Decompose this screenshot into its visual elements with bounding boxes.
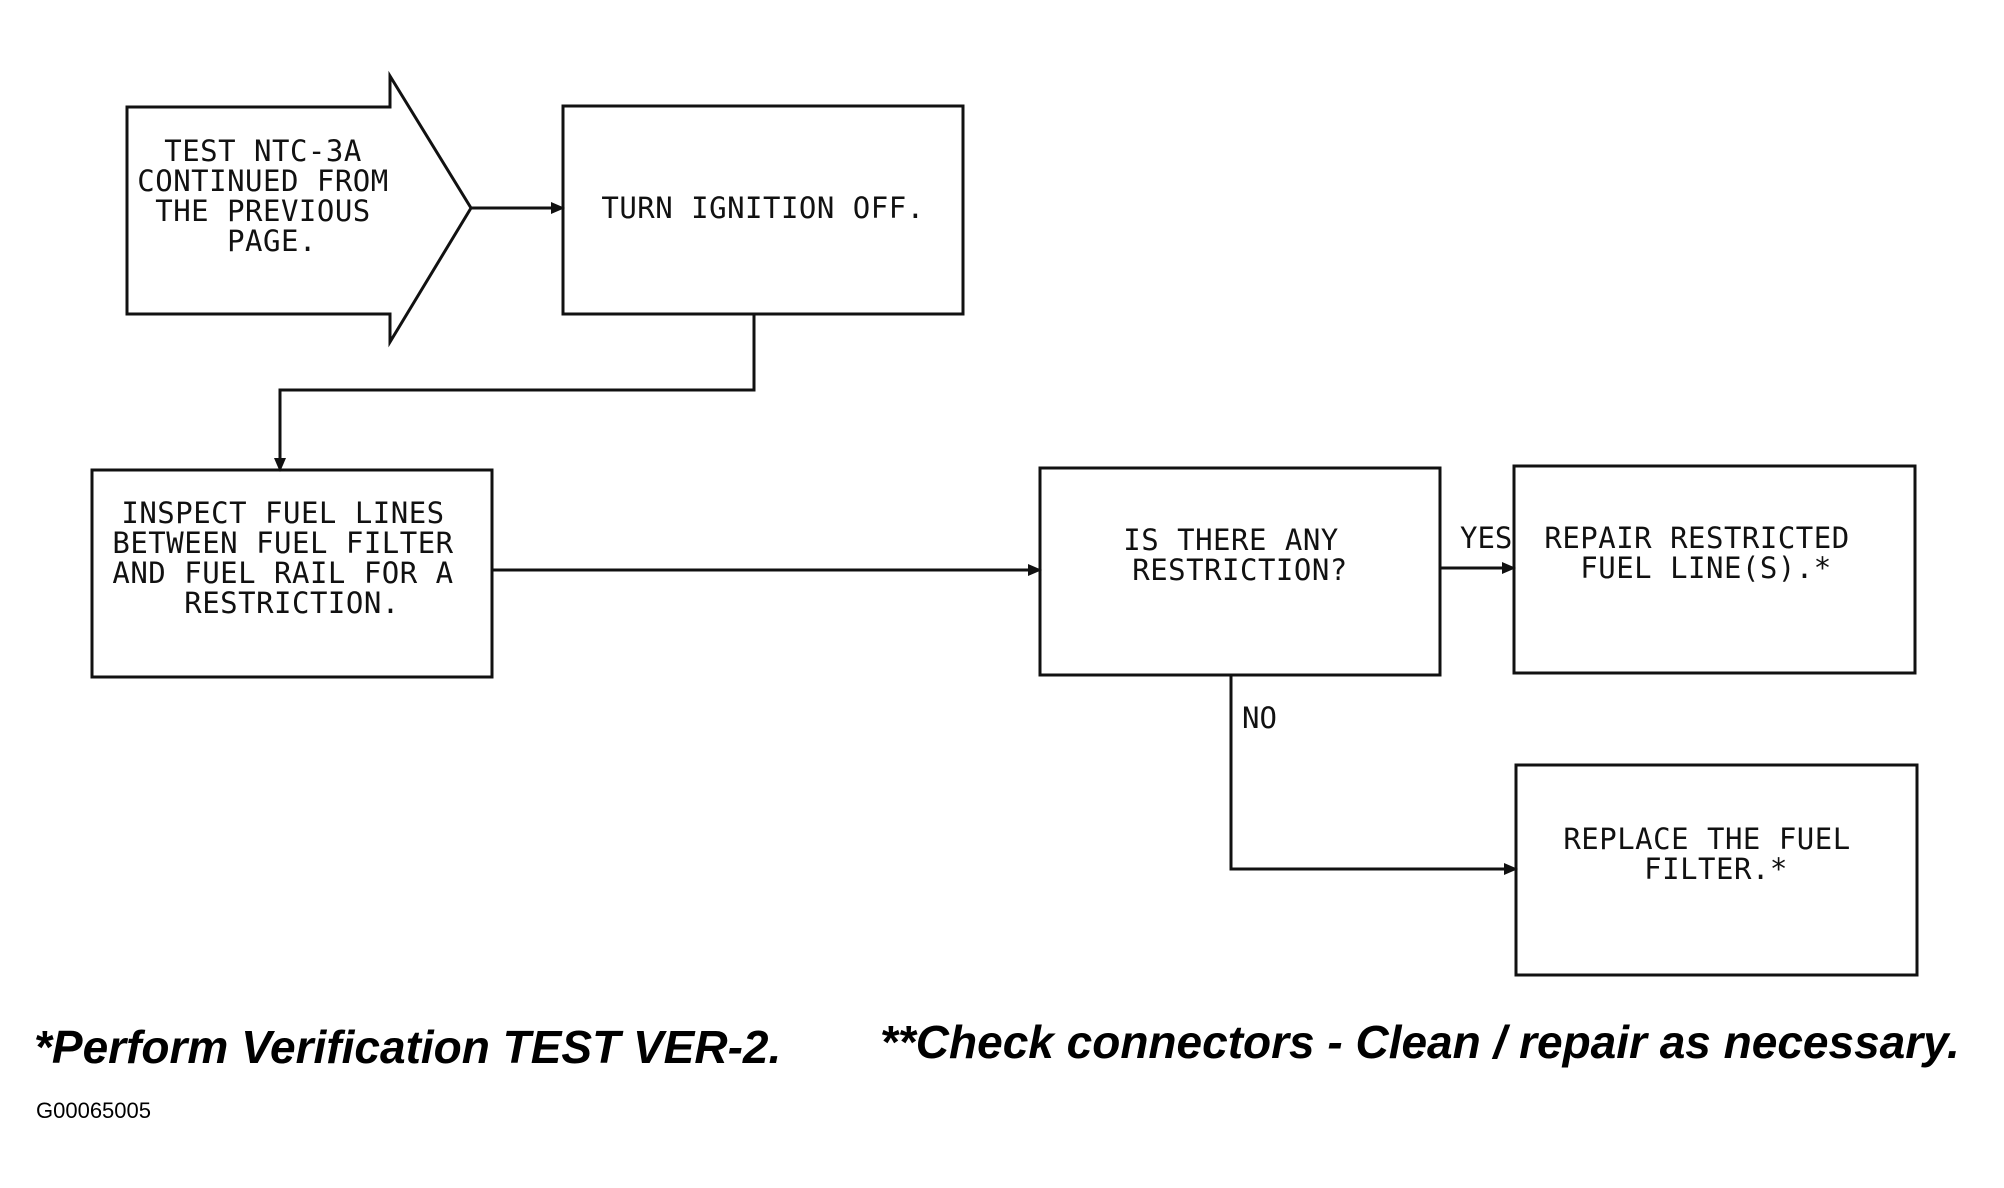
question-node: IS THERE ANY RESTRICTION? <box>1038 466 1442 677</box>
inspect-line-2: BETWEEN FUEL FILTER <box>112 526 453 560</box>
inspect-line-1: INSPECT FUEL LINES <box>121 496 444 530</box>
repair-node-text: REPAIR RESTRICTED FUEL LINE(S).* <box>1544 521 1867 585</box>
start-node-text: TEST NTC-3A CONTINUED FROM THE PREVIOUS … <box>137 134 406 258</box>
inspect-node: INSPECT FUEL LINES BETWEEN FUEL FILTER A… <box>90 468 494 679</box>
replace-node-text: REPLACE THE FUEL FILTER.* <box>1563 822 1868 886</box>
footnote-connectors: **Check connectors - Clean / repair as n… <box>880 1016 1960 1068</box>
repair-node: REPAIR RESTRICTED FUEL LINE(S).* <box>1512 464 1917 675</box>
inspect-node-text: INSPECT FUEL LINES BETWEEN FUEL FILTER A… <box>112 496 471 620</box>
start-arrow-shape <box>125 70 473 348</box>
no-label: NO <box>1242 701 1277 735</box>
yes-label: YES <box>1460 521 1512 555</box>
start-node: TEST NTC-3A CONTINUED FROM THE PREVIOUS … <box>125 70 473 348</box>
ignition-line-1: TURN IGNITION OFF. <box>601 191 924 225</box>
edge-no <box>1229 675 1518 875</box>
question-node-text: IS THERE ANY RESTRICTION? <box>1123 523 1356 587</box>
ignition-node-text: TURN IGNITION OFF. <box>601 191 924 225</box>
replace-line-1: REPLACE THE FUEL <box>1563 822 1850 856</box>
edge-ignition-to-inspect <box>274 314 756 472</box>
start-line-1: TEST NTC-3A <box>164 134 362 168</box>
footnote-verification: *Perform Verification TEST VER-2. <box>34 1021 782 1073</box>
inspect-line-3: AND FUEL RAIL FOR A <box>112 556 453 590</box>
start-line-2: CONTINUED FROM <box>137 164 388 198</box>
inspect-line-4: RESTRICTION. <box>184 586 400 620</box>
replace-node: REPLACE THE FUEL FILTER.* <box>1514 763 1919 977</box>
repair-line-2: FUEL LINE(S).* <box>1580 551 1831 585</box>
repair-line-1: REPAIR RESTRICTED <box>1544 521 1849 555</box>
start-line-3: THE PREVIOUS <box>155 194 371 228</box>
replace-line-2: FILTER.* <box>1644 852 1788 886</box>
figure-code: G00065005 <box>36 1098 151 1123</box>
inspect-box <box>90 468 494 679</box>
question-line-2: RESTRICTION? <box>1132 553 1348 587</box>
start-line-4: PAGE. <box>227 224 317 258</box>
ignition-node: TURN IGNITION OFF. <box>561 104 965 316</box>
question-line-1: IS THERE ANY <box>1123 523 1339 557</box>
